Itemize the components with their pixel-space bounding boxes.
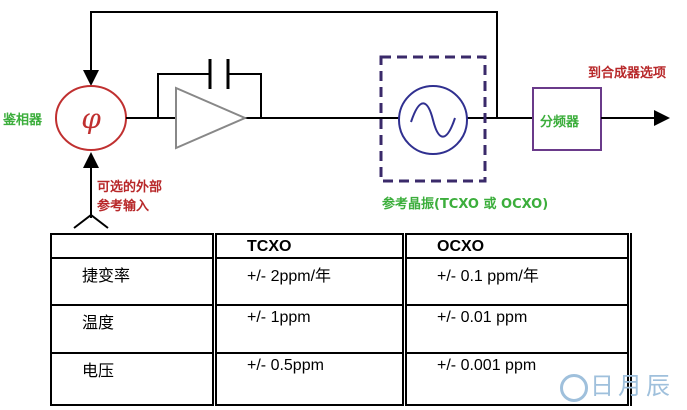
watermark-logo: 日月辰 <box>560 366 674 402</box>
phase-symbol: φ <box>81 102 101 135</box>
ocxo-value: +/- 0.01 ppm <box>402 304 632 354</box>
table-row: 电压 +/- 0.5ppm +/- 0.001 ppm <box>50 352 632 406</box>
divider-box <box>532 87 602 151</box>
ocxo-value: +/- 0.001 ppm <box>402 352 632 406</box>
table-row: 捷变率 +/- 2ppm/年 +/- 0.1 ppm/年 <box>50 257 632 306</box>
ocxo-value: +/- 0.1 ppm/年 <box>402 257 632 306</box>
integrator-feedback <box>157 73 262 118</box>
external-ref-label-2: 参考输入 <box>97 199 150 214</box>
reference-osc-box <box>379 55 487 183</box>
row-label: 电压 <box>50 352 216 406</box>
row-label: 温度 <box>50 304 216 354</box>
header-tcxo: TCXO <box>212 233 406 259</box>
tcxo-value: +/- 2ppm/年 <box>212 257 406 306</box>
phase-detector-label: 鉴相器 <box>3 113 43 128</box>
watermark-icon <box>560 373 588 402</box>
table-row: 温度 +/- 1ppm +/- 0.01 ppm <box>50 304 632 354</box>
feedback-line <box>83 11 498 118</box>
tcxo-value: +/- 0.5ppm <box>212 352 406 406</box>
block-diagram: φ <box>55 11 670 229</box>
to-synth-label: 到合成器选项 <box>588 66 667 81</box>
watermark-text: 日月辰 <box>590 372 674 400</box>
capacitor-icon <box>208 59 230 89</box>
external-ref-label-1: 可选的外部 <box>97 180 163 195</box>
tcxo-value: +/- 1ppm <box>212 304 406 354</box>
divider-label: 分频器 <box>540 115 580 130</box>
ref-osc-label: 参考晶振(TCXO 或 OCXO) <box>382 197 549 212</box>
row-label: 捷变率 <box>50 257 216 306</box>
stability-table: TCXO OCXO 捷变率 +/- 2ppm/年 +/- 0.1 ppm/年 温… <box>50 233 632 406</box>
amplifier-icon <box>175 86 248 150</box>
header-ocxo: OCXO <box>402 233 632 259</box>
antenna-icon <box>73 213 109 229</box>
header-cell <box>50 233 216 259</box>
table-header-row: TCXO OCXO <box>50 233 632 259</box>
sine-wave-icon <box>410 102 456 138</box>
